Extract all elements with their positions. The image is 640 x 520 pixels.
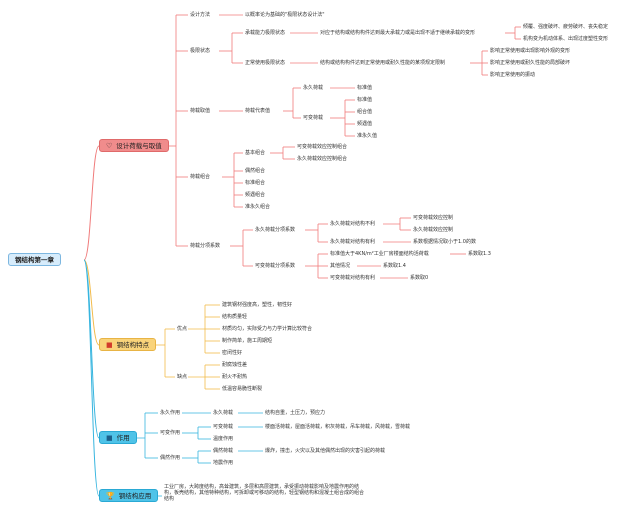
accidental-combination: 偶然组合 [245, 168, 266, 174]
root-to-features [83, 259, 100, 346]
permanent-load-desc: 结构自重，土压力，预应力 [265, 410, 326, 416]
permanent-partial-factor: 永久荷载分项系数 [255, 227, 296, 233]
advantages: 优点 [177, 326, 188, 332]
earthquake-action: 地震作用 [213, 460, 234, 466]
ultimate-detail-1: 倾覆、强度破坏、疲劳破坏、丧失稳定 [523, 24, 609, 30]
branch-features-label: 钢结构特点 [116, 341, 150, 349]
variable-value-2: 组合值 [357, 109, 373, 115]
unfavorable-variable-controlled: 可变荷载效应控制 [413, 215, 454, 221]
disadvantage-2: 耐火不耐热 [222, 374, 248, 380]
root-to-design [83, 145, 100, 261]
variable-controlled-combination: 可变荷载效应控制组合 [297, 144, 348, 150]
partial-factors: 荷载分项系数 [190, 243, 221, 249]
branch-steel-features[interactable]: ■钢结构特点 [99, 338, 157, 351]
permanent-unfavorable: 永久荷载对结构不利 [330, 221, 376, 227]
disadvantage-1: 耐腐蚀性差 [222, 362, 248, 368]
heavy-live-load: 标准值大于4KN/m²工业厂房楼面结构活荷载 [330, 251, 429, 257]
variable-load: 可变荷载 [303, 115, 324, 121]
application-desc: 工业厂房，大跨度结构，高耸建筑，多层和高层建筑，承受振动荷载影响及地震作用的结构… [164, 484, 365, 502]
variable-favorable: 可变荷载对结构有利 [330, 275, 376, 281]
permanent-standard-value: 标准值 [357, 85, 373, 91]
quasi-permanent-combination: 准永久组合 [245, 204, 271, 210]
variable-action: 可变作用 [160, 430, 181, 436]
load-values: 荷载取值 [190, 108, 211, 114]
branch-design-loads[interactable]: ♡设计荷载与取值 [99, 139, 169, 152]
accidental-action: 偶然作用 [160, 455, 181, 461]
action-variable-load: 可变荷载 [213, 424, 234, 430]
unfavorable-permanent-controlled: 永久荷载效应控制 [413, 227, 454, 233]
favorable-desc: 系数根据情况取小于1.0的数 [413, 239, 476, 245]
standard-combination: 标准组合 [245, 180, 266, 186]
variable-load-desc: 楼面活荷载，屋面活荷载，积灰荷载，吊车荷载，风荷载，雪荷载 [265, 424, 411, 430]
factor-0: 系数取0 [410, 275, 429, 281]
trophy-icon: 🏆 [106, 492, 115, 500]
root-to-application [83, 259, 100, 497]
advantage-3: 材质均匀，实际受力与力学计算比较符合 [222, 326, 313, 332]
temperature-action: 温度作用 [213, 436, 234, 442]
serviceability-limit-state: 正常使用极限状态 [245, 60, 286, 66]
service-detail-3: 影响正常使用的振动 [490, 72, 536, 78]
variable-partial-factor: 可变荷载分项系数 [255, 263, 296, 269]
service-detail-2: 影响正常使用或耐久性能的局部破坏 [490, 60, 571, 66]
advantage-1: 建筑钢材强度高，塑性，韧性好 [222, 302, 293, 308]
ultimate-desc: 对应于结构或结构构件达到最大承载力或是出现不适于继续承载的变形 [320, 30, 476, 36]
variable-value-1: 标准值 [357, 97, 373, 103]
branch-action-label: 作用 [116, 434, 130, 442]
frequent-combination: 频遇组合 [245, 192, 266, 198]
load-combination: 荷载组合 [190, 174, 211, 180]
advantage-4: 制作简单，施工周期短 [222, 338, 273, 344]
branch-applications[interactable]: 🏆钢结构应用 [99, 489, 159, 502]
action-permanent-load: 永久荷载 [213, 410, 234, 416]
branch-actions[interactable]: ■作用 [99, 431, 137, 444]
permanent-action: 永久作用 [160, 410, 181, 416]
action-accidental-load: 偶然荷载 [213, 448, 234, 454]
service-detail-1: 影响正常使用或出现影响外观的变形 [490, 48, 571, 54]
permanent-load: 永久荷载 [303, 85, 324, 91]
branch-application-label: 钢结构应用 [118, 492, 152, 500]
factor-1-4: 系数取1.4 [383, 263, 406, 269]
heart-icon: ♡ [106, 142, 113, 150]
accidental-load-desc: 爆炸，撞击，火灾以及其他偶然出现的灾害引起的荷载 [265, 448, 386, 454]
disadvantage-3: 低温容易脆性断裂 [222, 386, 263, 392]
root-node[interactable]: 钢结构第一章 [8, 253, 61, 266]
design-method-desc: 以概率论为基础的"极限状态设计法" [245, 12, 325, 18]
ultimate-limit-state: 承载能力极限状态 [245, 30, 286, 36]
root-to-action [83, 259, 100, 439]
advantage-2: 结构质量轻 [222, 314, 248, 320]
advantage-5: 密闭性好 [222, 350, 243, 356]
disadvantages: 缺点 [177, 374, 188, 380]
factor-1-3: 系数取1.3 [468, 251, 491, 257]
variable-value-3: 频遇值 [357, 121, 373, 127]
ultimate-detail-2: 机构变为机动体系、出现过度塑性变形 [523, 36, 609, 42]
other-cases: 其他情况 [330, 263, 351, 269]
basic-combination: 基本组合 [245, 150, 266, 156]
permanent-controlled-combination: 永久荷载效应控制组合 [297, 156, 348, 162]
limit-state: 极限状态 [190, 48, 211, 54]
representative-values: 荷载代表值 [245, 108, 271, 114]
variable-value-4: 准永久值 [357, 133, 378, 139]
root-label: 钢结构第一章 [15, 256, 54, 264]
design-method: 设计方法 [190, 12, 211, 18]
permanent-favorable: 永久荷载对结构有利 [330, 239, 376, 245]
branch-design-label: 设计荷载与取值 [116, 142, 162, 150]
serviceability-desc: 结构或结构构件达到正常使用或耐久性能的某项规定限制 [320, 60, 446, 66]
flag-icon: ■ [106, 434, 113, 442]
flag-icon: ■ [106, 341, 113, 349]
